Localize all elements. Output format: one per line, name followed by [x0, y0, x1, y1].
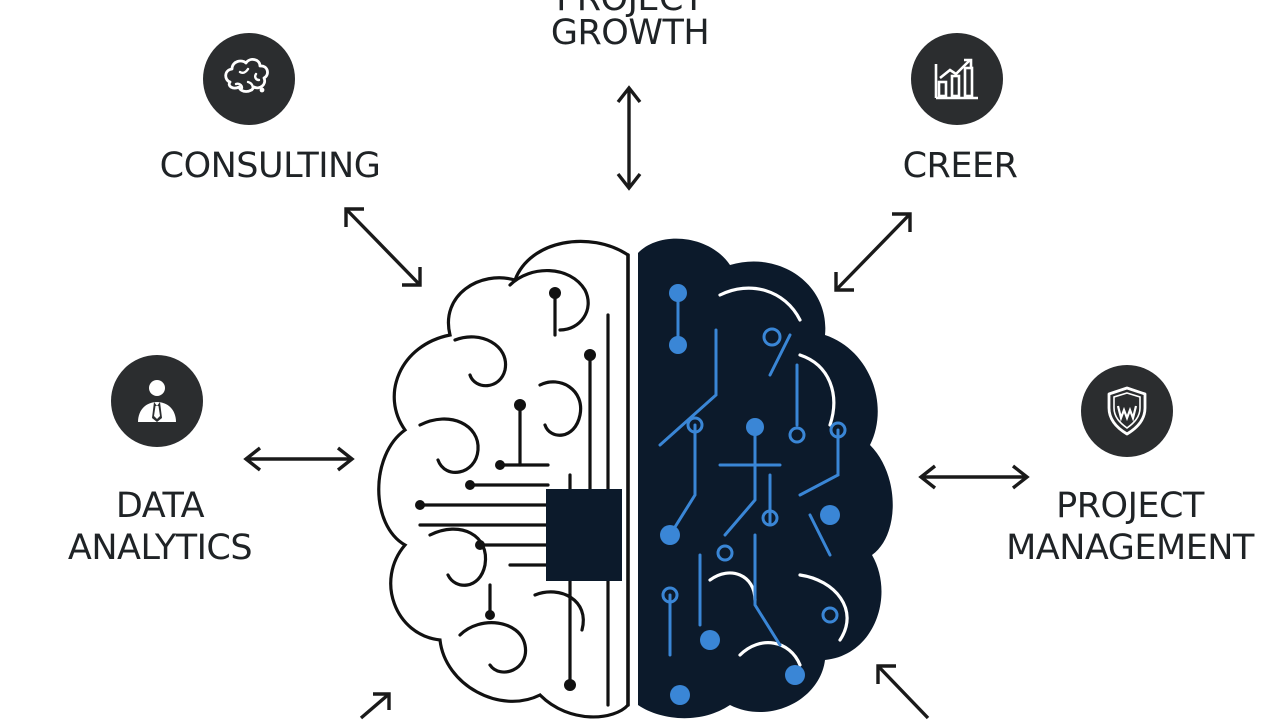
brain-left-hemisphere [377, 239, 630, 719]
creer-label: CREER [902, 146, 1018, 186]
shield-icon [1107, 386, 1147, 436]
arrow-creer [834, 212, 912, 292]
project-management-label-line2: MANAGEMENT [1006, 528, 1254, 568]
arrow-bottom-right [876, 664, 930, 720]
arrow-top [616, 85, 642, 191]
data-analytics-icon-badge [111, 355, 203, 447]
brain-left-nodes [415, 287, 596, 691]
brain-outline-icon [224, 58, 269, 93]
circuit-brain-icon [377, 238, 893, 719]
brain-right-hemisphere [638, 238, 893, 719]
arrow-consulting [344, 207, 422, 287]
project-management-label-line1: PROJECT [1056, 486, 1204, 526]
businessman-icon [138, 380, 176, 422]
project-management-icon-badge [1081, 365, 1173, 457]
consulting-label: CONSULTING [159, 146, 381, 186]
brain-chip [546, 489, 622, 581]
data-analytics-label-line2: ANALYTICS [67, 528, 253, 568]
arrow-data-analytics [243, 446, 355, 472]
brain-right-circuits [658, 293, 840, 657]
brain-right-nodes [660, 284, 847, 705]
arrow-project-management [918, 464, 1030, 490]
consulting-icon-badge [203, 33, 295, 125]
bar-chart-growth-icon [934, 58, 978, 100]
project-growth-label-top: PROJECT [530, 0, 730, 20]
creer-icon-badge [911, 33, 1003, 125]
data-analytics-label-line1: DATA [115, 486, 205, 526]
arrow-bottom-left [359, 692, 391, 720]
project-growth-label: GROWTH [550, 13, 710, 53]
